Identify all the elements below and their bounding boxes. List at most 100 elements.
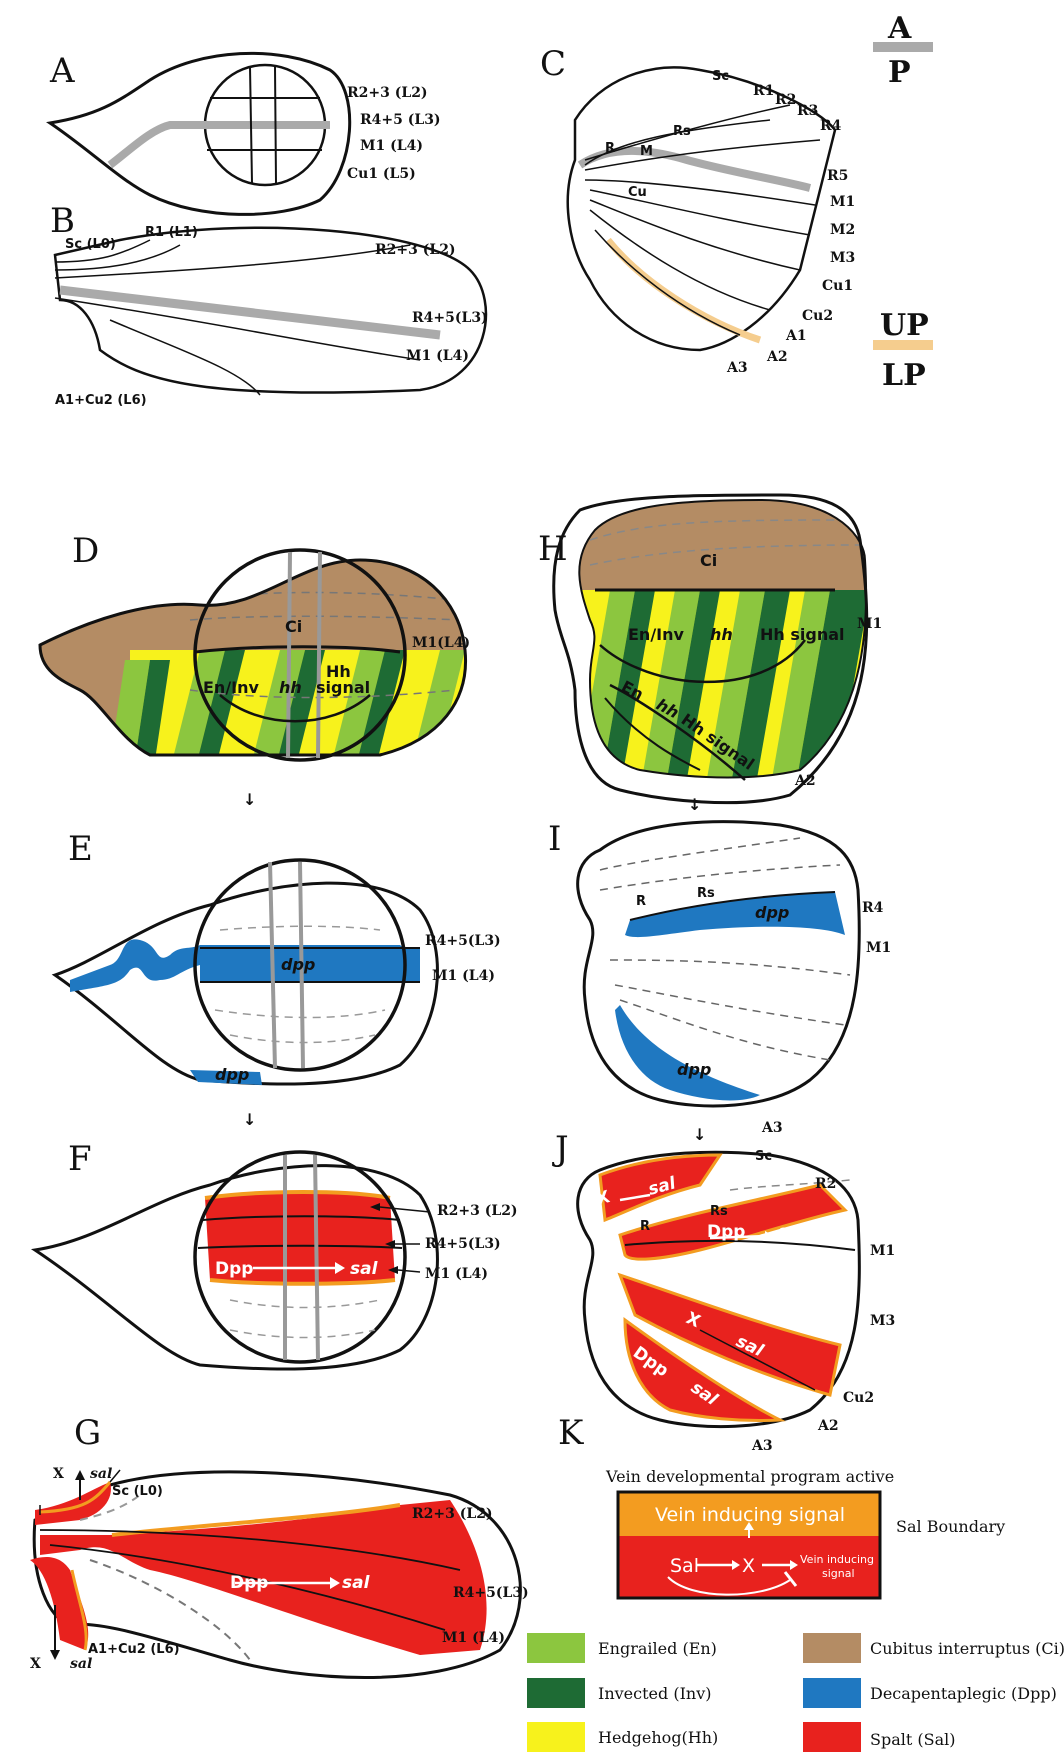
label-j-cu2: Cu2 bbox=[843, 1390, 874, 1406]
panel-i-wing-disc bbox=[578, 822, 860, 1106]
label-j-a3: A3 bbox=[751, 1438, 773, 1454]
panel-c-letter: C bbox=[540, 44, 566, 84]
label-e-dpp: dpp bbox=[281, 955, 315, 974]
label-g-l2: R2+3 (L2) bbox=[412, 1506, 493, 1522]
legend-swatch-ci bbox=[803, 1633, 861, 1663]
panel-a-letter: A bbox=[49, 51, 75, 91]
legend-swatch-en bbox=[527, 1633, 585, 1663]
label-g-sal-top: sal bbox=[90, 1466, 112, 1482]
legend-label-inv: Invected (Inv) bbox=[598, 1684, 711, 1703]
label-i-r4: R4 bbox=[862, 900, 884, 916]
legend-swatch-sal bbox=[803, 1722, 861, 1752]
label-j-r2: R2 bbox=[815, 1176, 836, 1192]
label-a-l4: M1 (L4) bbox=[360, 138, 423, 154]
label-i-a3: A3 bbox=[761, 1120, 783, 1136]
arrow-i-j: ↓ bbox=[693, 1125, 706, 1144]
label-g-l4: M1 (L4) bbox=[442, 1630, 505, 1646]
label-b-l2: R2+3 (L2) bbox=[375, 242, 456, 258]
uplp-key-up: UP bbox=[880, 308, 929, 343]
panel-d-wing-disc bbox=[30, 540, 480, 780]
uplp-key-lp: LP bbox=[882, 358, 926, 393]
label-c-a3: A3 bbox=[726, 360, 748, 376]
label-h-hh-signal: Hh signal bbox=[760, 625, 844, 644]
label-f-sal: sal bbox=[350, 1259, 379, 1279]
up-lp-boundary bbox=[608, 240, 760, 340]
label-j-r: R bbox=[640, 1219, 650, 1234]
label-g-l6: A1+Cu2 (L6) bbox=[88, 1642, 180, 1657]
label-g-sal-bot: sal bbox=[70, 1656, 92, 1672]
label-i-r: R bbox=[636, 894, 646, 909]
label-e-dpp-2: dpp bbox=[215, 1065, 249, 1084]
label-e-l3: R4+5(L3) bbox=[425, 933, 501, 949]
panel-k-title: Vein developmental program active bbox=[605, 1467, 894, 1486]
ap-key-p: P bbox=[888, 55, 911, 90]
label-g-x-top: X bbox=[53, 1466, 64, 1482]
label-b-l1: R1 (L1) bbox=[145, 225, 198, 240]
panel-b-letter: B bbox=[50, 201, 75, 241]
legend-label-en: Engrailed (En) bbox=[598, 1639, 717, 1658]
panel-c-wing-disc bbox=[568, 67, 835, 350]
label-c-sc: Sc bbox=[712, 69, 729, 84]
label-j-dpp: Dpp bbox=[707, 1222, 745, 1242]
panel-k-sal: Sal bbox=[670, 1555, 699, 1577]
label-c-m2: M2 bbox=[830, 222, 855, 238]
label-j-m3: M3 bbox=[870, 1313, 895, 1329]
label-d-hh-signal-2: signal bbox=[316, 678, 370, 697]
legend-swatch-hh bbox=[527, 1722, 585, 1752]
panel-k-vis-1: Vein inducing bbox=[800, 1553, 874, 1566]
panel-k-vis-2: signal bbox=[822, 1567, 855, 1580]
label-c-m1: M1 bbox=[830, 194, 855, 210]
label-i-rs: Rs bbox=[697, 886, 715, 901]
ap-key-swatch bbox=[873, 42, 933, 52]
label-c-m3: M3 bbox=[830, 250, 855, 266]
label-f-l4: M1 (L4) bbox=[425, 1266, 488, 1282]
legend: Engrailed (En) Invected (Inv) Hedgehog(H… bbox=[527, 1633, 1064, 1752]
label-c-cu: Cu bbox=[628, 185, 647, 200]
label-c-r1: R1 bbox=[753, 83, 774, 99]
panel-k-x: X bbox=[742, 1555, 755, 1577]
label-d-ci: Ci bbox=[285, 617, 302, 636]
label-b-l6: A1+Cu2 (L6) bbox=[55, 393, 147, 408]
label-c-r5: R5 bbox=[827, 168, 848, 184]
panel-e-letter: E bbox=[68, 829, 93, 869]
label-c-r4: R4 bbox=[820, 118, 842, 134]
label-f-l3: R4+5(L3) bbox=[425, 1236, 501, 1252]
label-c-r2: R2 bbox=[775, 92, 796, 108]
label-h-en-inv: En/Inv bbox=[628, 625, 685, 644]
panel-j-letter: J bbox=[552, 1129, 569, 1169]
legend-label-hh: Hedgehog(Hh) bbox=[598, 1728, 718, 1747]
label-c-a2: A2 bbox=[766, 349, 788, 365]
panel-j-wing-disc bbox=[578, 1152, 860, 1426]
label-f-l2: R2+3 (L2) bbox=[437, 1203, 518, 1219]
label-j-sc: Sc bbox=[755, 1149, 772, 1164]
panel-a-wing-disc bbox=[50, 53, 350, 214]
label-c-rs: Rs bbox=[673, 124, 691, 139]
legend-label-dpp: Decapentaplegic (Dpp) bbox=[870, 1684, 1057, 1703]
label-j-sal2: sal bbox=[778, 1222, 807, 1242]
ap-key-a: A bbox=[887, 11, 912, 46]
label-d-hh: hh bbox=[279, 678, 302, 697]
panel-g-letter: G bbox=[74, 1413, 101, 1453]
label-h-hh: hh bbox=[710, 625, 733, 644]
arrow-d-e: ↓ bbox=[243, 790, 256, 809]
arrow-h-i: ↓ bbox=[688, 795, 701, 814]
legend-swatch-inv bbox=[527, 1678, 585, 1708]
label-j-m1: M1 bbox=[870, 1243, 895, 1259]
legend-label-ci: Cubitus interruptus (Ci) bbox=[870, 1639, 1064, 1658]
panel-k-boundary: Sal Boundary bbox=[896, 1517, 1005, 1536]
label-g-sal: sal bbox=[342, 1573, 371, 1593]
label-c-a1: A1 bbox=[785, 328, 807, 344]
label-c-m: M bbox=[640, 144, 653, 159]
label-h-ci: Ci bbox=[700, 551, 717, 570]
label-c-cu2: Cu2 bbox=[802, 308, 833, 324]
legend-swatch-dpp bbox=[803, 1678, 861, 1708]
label-b-l0: Sc (L0) bbox=[65, 237, 116, 252]
label-a-l2: R2+3 (L2) bbox=[347, 85, 428, 101]
label-j-a2: A2 bbox=[817, 1418, 839, 1434]
ap-boundary-line bbox=[110, 125, 330, 165]
label-i-dpp: dpp bbox=[755, 903, 789, 922]
label-a-l3: R4+5 (L3) bbox=[360, 112, 441, 128]
label-a-l5: Cu1 (L5) bbox=[347, 166, 416, 182]
label-c-cu1: Cu1 bbox=[822, 278, 853, 294]
